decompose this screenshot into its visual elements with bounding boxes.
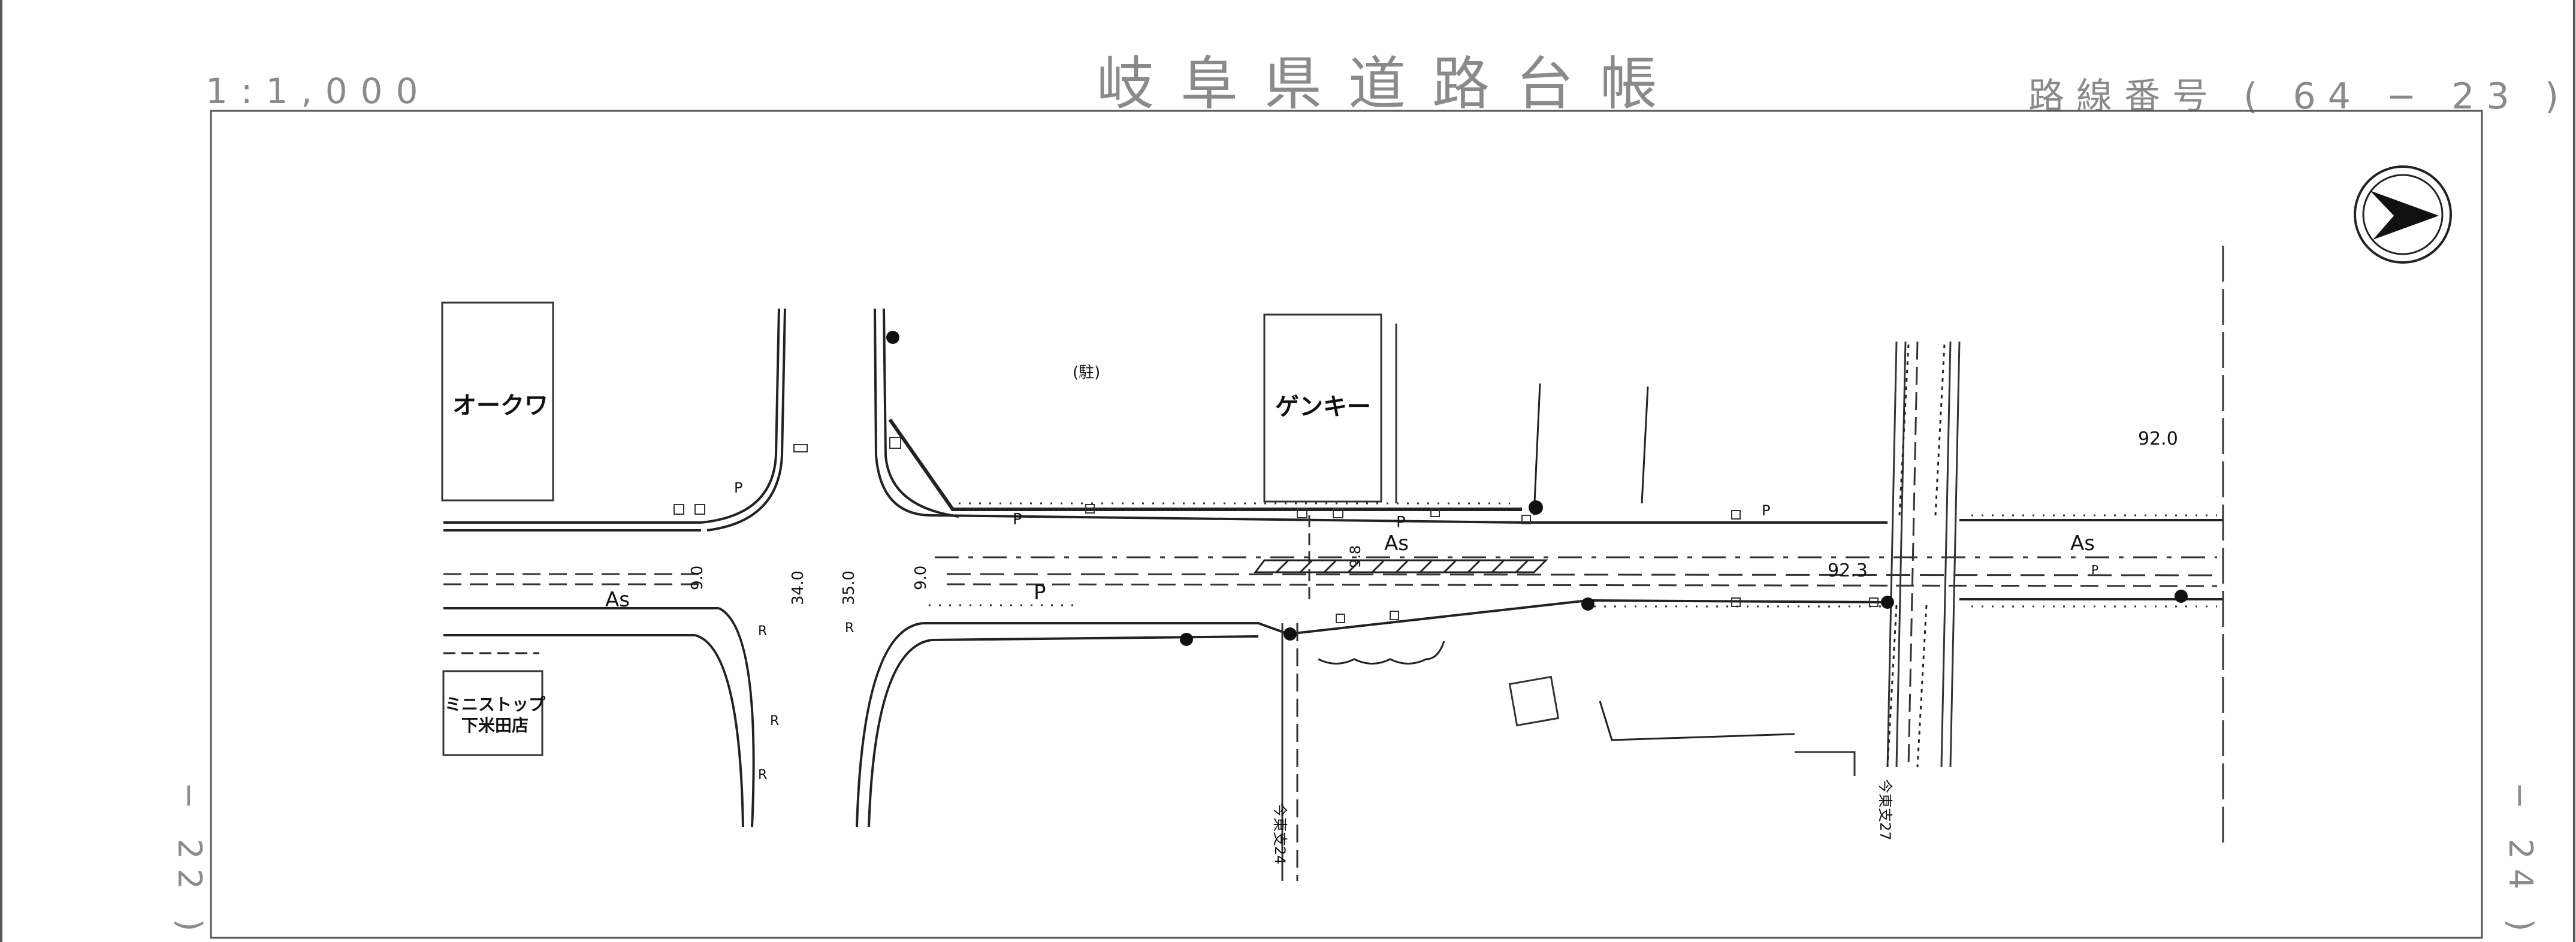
parking-mark: P bbox=[1034, 581, 1046, 605]
pavement-label: As bbox=[2070, 532, 2095, 555]
label-ministop-branch: 下米田店 bbox=[461, 715, 529, 735]
building-genky bbox=[1263, 313, 1382, 503]
page-edge-right bbox=[2573, 0, 2575, 942]
curb-top bbox=[888, 418, 1522, 511]
parking-mark: P bbox=[1762, 502, 1770, 519]
map-frame bbox=[210, 110, 2483, 939]
pavement-label: As bbox=[605, 588, 630, 612]
dimension-label: 9.0 bbox=[912, 566, 930, 590]
dimension-label: 9.8 bbox=[1347, 545, 1364, 568]
intersection-curbs bbox=[694, 308, 959, 828]
label-okuwa: オークワ bbox=[452, 392, 548, 419]
small-structure bbox=[1508, 675, 1560, 727]
elevation-label: 92.3 bbox=[1828, 560, 1868, 581]
buildings bbox=[441, 301, 1856, 776]
dimension-label: 34.0 bbox=[789, 570, 807, 605]
railing-mark: R bbox=[770, 714, 779, 729]
utility-poles bbox=[886, 331, 2188, 646]
sheet-title: 岐阜県道路台帳 bbox=[1097, 50, 1684, 117]
dimension-label: 35.0 bbox=[840, 570, 858, 605]
north-arrow-icon bbox=[2354, 165, 2452, 264]
fixtures bbox=[674, 437, 1879, 623]
track-strips bbox=[1886, 344, 1946, 768]
railing-mark: R bbox=[758, 624, 767, 639]
map-scale: 1:1,000 bbox=[206, 71, 431, 111]
building-ministop bbox=[442, 670, 543, 756]
parking-mark: P bbox=[1396, 514, 1406, 532]
adjacent-sheet-right: − 24 ) bbox=[2502, 782, 2539, 941]
elevation-label: 92.0 bbox=[2138, 428, 2178, 449]
lane-lines bbox=[443, 556, 2218, 587]
hatched-median bbox=[1254, 559, 1548, 573]
pavement-label: As bbox=[1384, 532, 1409, 555]
main-road-edges bbox=[443, 514, 2223, 641]
adjacent-sheet-left: − 22 ) bbox=[171, 782, 209, 941]
label-parking: (駐) bbox=[1073, 364, 1100, 382]
walls bbox=[443, 383, 1795, 741]
railing-mark: R bbox=[758, 768, 767, 783]
parking-mark: P bbox=[1013, 511, 1022, 529]
label-ministop: ミニストップ bbox=[445, 695, 546, 714]
label-genky: ゲンキー bbox=[1275, 393, 1371, 421]
building-okuwa bbox=[441, 301, 554, 502]
side-road-label: 今東支24 bbox=[1272, 803, 1288, 865]
side-road-label: 今東支27 bbox=[1877, 779, 1894, 841]
railing-mark: R bbox=[845, 621, 854, 636]
side-road-lines bbox=[1281, 246, 2224, 881]
dimension-label: 9.0 bbox=[688, 566, 706, 590]
curb-dots bbox=[929, 502, 2217, 608]
parking-mark: P bbox=[2091, 563, 2098, 577]
parking-mark: P bbox=[734, 479, 742, 496]
page-edge-left bbox=[0, 0, 2, 942]
